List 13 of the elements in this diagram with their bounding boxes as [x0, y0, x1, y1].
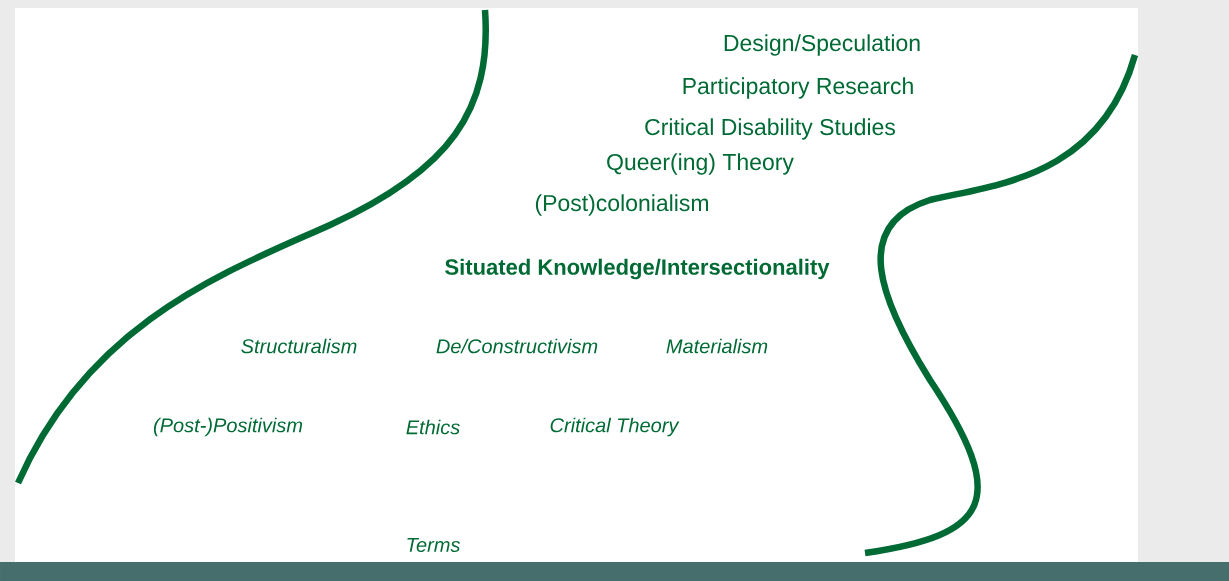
- term-label: Participatory Research: [683, 77, 913, 99]
- term-label: (Post)colonialism: [535, 194, 708, 216]
- term-label: Situated Knowledge/Intersectionality: [445, 258, 830, 280]
- term-label: Critical Theory: [550, 417, 680, 437]
- term-label: Design/Speculation: [724, 34, 920, 56]
- term-label: Materialism: [666, 338, 768, 354]
- term-label: De/Constructivism: [436, 338, 598, 354]
- term-label: (Post-)Positivism: [153, 417, 303, 437]
- term-label: Ethics: [406, 419, 460, 435]
- term-label: Terms: [407, 538, 460, 552]
- term-label: Queer(ing) Theory: [607, 153, 794, 175]
- term-label: Critical Disability Studies: [645, 118, 895, 140]
- term-label: Structuralism: [241, 338, 357, 354]
